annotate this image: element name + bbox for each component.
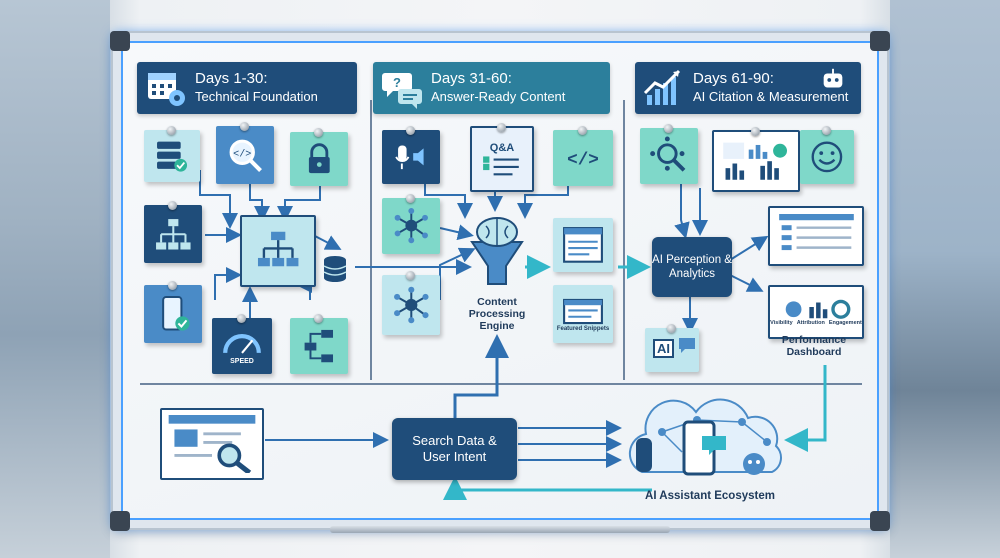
growth-chart-icon — [643, 69, 681, 105]
web-search-icon — [168, 415, 256, 473]
checklist-icon — [483, 156, 519, 176]
snippet-card-note — [553, 218, 613, 272]
phase-header-1: Days 1-30: Technical Foundation — [137, 62, 357, 114]
server-check-icon — [157, 141, 188, 172]
dashboard-table-note — [768, 206, 864, 266]
office-background-right — [890, 0, 1000, 558]
dashboard-table-icon — [778, 213, 854, 250]
search-network-icon — [649, 136, 686, 173]
content-engine-label: Content Processing Engine — [468, 296, 526, 332]
ai-chat-note: AI — [645, 324, 699, 372]
lock-icon — [308, 143, 330, 174]
analytics-charts-note — [712, 127, 800, 192]
frame-corner — [110, 31, 130, 51]
hierarchy-note — [290, 314, 348, 374]
search-data-node: Search Data & User Intent — [392, 418, 517, 480]
phase-subtitle: AI Citation & Measurement — [693, 89, 849, 104]
mobile-check-icon — [161, 295, 190, 331]
smiley-note — [800, 126, 854, 184]
calendar-gear-icon — [148, 73, 185, 106]
database-icon — [323, 256, 347, 282]
network-note — [382, 194, 440, 254]
mobile-check-note — [144, 281, 202, 343]
frame-corner — [870, 511, 890, 531]
metric-label: Attribution — [796, 320, 825, 327]
svg-text:</>: </> — [567, 151, 599, 171]
speech-bubbles-icon: ? — [382, 73, 422, 109]
featured-snippets-label: Featured Snippets — [556, 325, 610, 332]
network-icon — [393, 286, 429, 324]
metric-label: Engagement — [828, 320, 862, 327]
phase-title: Days 1-30: — [195, 70, 268, 87]
featured-snippets-note: Featured Snippets — [553, 285, 613, 343]
speed-gauge-icon — [223, 334, 261, 354]
code-note: </> — [553, 126, 613, 186]
speed-label: SPEED — [230, 357, 254, 365]
sitemap-icon — [155, 218, 191, 250]
site-structure-window — [240, 215, 316, 287]
qa-document-note: Q&A — [470, 123, 534, 192]
qa-label: Q&A — [489, 142, 515, 155]
analytics-charts-icon — [723, 142, 788, 180]
smart-speaker-icon — [636, 438, 652, 472]
network-note-2 — [382, 271, 440, 335]
phase-header-2: ? Days 31-60: Answer-Ready Content — [373, 62, 610, 114]
svg-text:</>: </> — [233, 148, 251, 160]
phase-header-3: Days 61-90: AI Citation & Measurement — [635, 62, 861, 114]
phase-title: Days 31-60: — [431, 70, 512, 87]
hierarchy-icon — [304, 330, 333, 363]
column-divider — [370, 100, 372, 380]
frame-corner — [110, 511, 130, 531]
audio-note — [382, 126, 440, 184]
ai-perception-node: AI Perception & Analytics — [652, 237, 732, 297]
column-divider — [623, 100, 625, 380]
server-check-note — [144, 126, 200, 182]
ai-assistant-ecosystem-label: AI Assistant Ecosystem — [645, 490, 775, 502]
code-brackets-icon: </> — [567, 151, 599, 171]
svg-text:?: ? — [393, 75, 401, 90]
microphone-speaker-icon — [395, 145, 424, 170]
frame-corner — [870, 31, 890, 51]
site-structure-icon — [257, 231, 299, 267]
chat-bubble-icon — [702, 436, 726, 455]
robot-assistant-icon — [743, 453, 765, 475]
phase-title: Days 61-90: — [693, 70, 774, 87]
marker-tray — [330, 526, 670, 533]
network-icon — [394, 208, 428, 244]
code-search-icon: </> — [229, 139, 262, 172]
chat-icon — [679, 338, 695, 353]
section-divider — [140, 383, 862, 385]
robot-icon — [823, 68, 843, 88]
snippet-card-icon — [563, 298, 603, 324]
lock-note — [290, 128, 348, 186]
code-search-note: </> — [216, 122, 274, 184]
snippet-card-icon — [563, 227, 603, 263]
performance-dashboard-label: Performance Dashboard — [781, 334, 847, 358]
ai-label: AI — [653, 339, 674, 358]
phase-subtitle: Answer-Ready Content — [431, 89, 566, 104]
smiley-icon — [811, 141, 843, 173]
brain-funnel-icon — [470, 217, 524, 285]
sitemap-note — [144, 201, 202, 263]
metric-label: Visibility — [770, 320, 793, 327]
office-background-left — [0, 0, 110, 558]
performance-metrics-note: Visibility Attribution Engagement — [768, 285, 864, 339]
ai-ecosystem-cloud — [628, 398, 782, 476]
phase-subtitle: Technical Foundation — [195, 89, 318, 104]
web-search-window — [160, 408, 264, 480]
speed-gauge-note: SPEED — [212, 314, 272, 374]
search-network-note — [640, 124, 698, 184]
metrics-icons — [785, 299, 851, 319]
